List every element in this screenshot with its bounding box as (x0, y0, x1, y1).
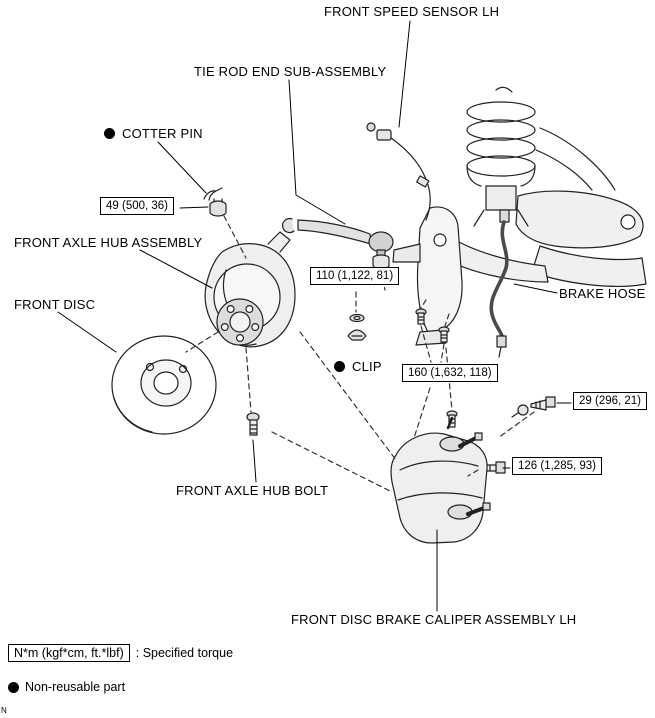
legend-torque-desc: : Specified torque (135, 646, 234, 660)
leader-lines (57, 20, 572, 612)
clip-drawing (347, 313, 367, 341)
label-clip-text: CLIP (352, 359, 382, 374)
legend-torque: N*m (kgf*cm, ft.*lbf) : Specified torque (8, 644, 233, 662)
torque-spec-hub-mount-bolts: 160 (1,632, 118) (402, 364, 498, 382)
legend-non-reusable: Non-reusable part (8, 680, 125, 694)
label-tie-rod-end: TIE ROD END SUB-ASSEMBLY (194, 64, 387, 79)
banjo-bolt-drawing (511, 396, 556, 418)
torque-spec-brake-hose-union: 29 (296, 21) (573, 392, 648, 410)
speed-sensor-drawing (366, 122, 431, 221)
torque-spec-caliper-mount-bolt: 126 (1,285, 93) (512, 457, 603, 475)
legend-torque-unit-box: N*m (kgf*cm, ft.*lbf) (8, 644, 130, 662)
caliper-drawing (390, 416, 491, 544)
label-front-axle-hub-assembly: FRONT AXLE HUB ASSEMBLY (14, 235, 203, 250)
label-cotter-pin-text: COTTER PIN (122, 126, 203, 141)
strut-spring-drawing (466, 86, 536, 227)
non-reusable-dot-icon (334, 361, 345, 372)
label-cotter-pin: COTTER PIN (104, 126, 203, 141)
non-reusable-dot-icon (8, 681, 19, 693)
label-front-disc: FRONT DISC (14, 297, 96, 312)
hub-drawing (216, 298, 264, 346)
corner-mark: N (1, 706, 7, 715)
legend-non-reusable-desc: Non-reusable part (25, 680, 126, 694)
disc-drawing (111, 335, 217, 435)
label-clip: CLIP (334, 359, 382, 374)
torque-spec-tie-rod-end-nut: 110 (1,122, 81) (310, 267, 400, 285)
subframe-drawing (443, 127, 647, 287)
brake-hose-drawing (489, 209, 510, 358)
torque-spec-cotter-pin-nut: 49 (500, 36) (100, 197, 175, 215)
tie-rod-drawing (282, 217, 394, 270)
knuckle-drawing (392, 206, 463, 346)
label-front-speed-sensor: FRONT SPEED SENSOR LH (324, 4, 500, 19)
label-front-axle-hub-bolt: FRONT AXLE HUB BOLT (176, 483, 329, 498)
non-reusable-dot-icon (104, 128, 115, 139)
hub-bolt-drawing (246, 412, 260, 436)
label-front-disc-brake-caliper: FRONT DISC BRAKE CALIPER ASSEMBLY LH (291, 612, 577, 627)
label-brake-hose: BRAKE HOSE (559, 286, 646, 301)
cotter-pin-nut-drawing (203, 187, 227, 217)
